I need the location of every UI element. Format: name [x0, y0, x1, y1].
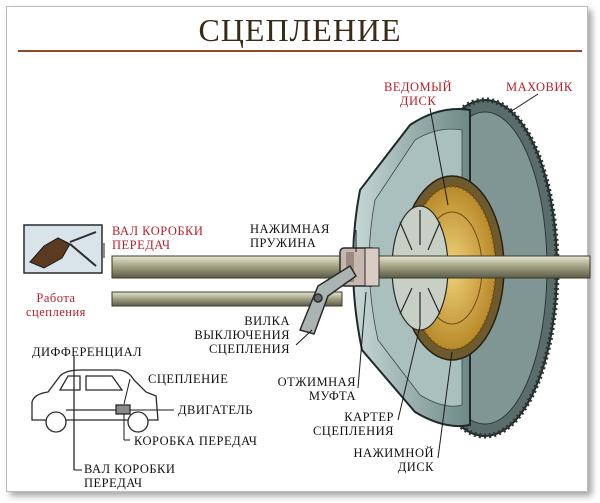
label-driven-disc-line2: ДИСК — [399, 94, 437, 108]
leader-lines — [74, 93, 539, 471]
label-pressure-plate-line2: ДИСК — [397, 460, 434, 474]
pedal-inset — [23, 224, 103, 274]
label-pressure-spring-line2: ПРУЖИНА — [250, 236, 317, 250]
page-title: СЦЕПЛЕНИЕ — [198, 12, 402, 48]
release-fork — [298, 264, 357, 335]
label-pressure-spring: НАЖИМНАЯ ПРУЖИНА — [250, 222, 330, 250]
label-clutch-housing-line1: КАРТЕР — [344, 410, 394, 424]
label-flywheel: МАХОВИК — [506, 80, 573, 94]
label-pressure-plate-line1: НАЖИМНОЙ — [353, 446, 434, 460]
car-inset — [31, 356, 159, 470]
label-clutch-housing: КАРТЕР СЦЕПЛЕНИЯ — [294, 410, 394, 438]
label-pressure-plate: НАЖИМНОЙ ДИСК — [334, 446, 434, 474]
title-underline — [18, 50, 582, 52]
label-release-bearing-line2: МУФТА — [308, 389, 356, 403]
label-release-bearing: ОТЖИМНАЯ МУФТА — [256, 375, 356, 403]
car-label-shaft: ВАЛ КОРОБКИ ПЕРЕДАЧ — [84, 462, 175, 490]
car-label-clutch: СЦЕПЛЕНИЕ — [148, 372, 229, 386]
car-label-engine: ДВИГАТЕЛЬ — [178, 403, 253, 417]
car-label-shaft-line1: ВАЛ КОРОБКИ — [84, 462, 176, 476]
car-label-gearbox: КОРОБКА ПЕРЕДАЧ — [134, 434, 258, 448]
label-clutch-work-line1: Работа — [36, 291, 76, 305]
label-clutch-housing-line2: СЦЕПЛЕНИЯ — [312, 424, 394, 438]
label-driven-disc: ВЕДОМЫЙ ДИСК — [384, 80, 452, 108]
label-gearbox-shaft-line2: ПЕРЕДАЧ — [112, 238, 171, 252]
label-release-fork-line1: ВИЛКА — [244, 314, 290, 328]
label-driven-disc-line1: ВЕДОМЫЙ — [384, 80, 453, 94]
label-clutch-work: Работа сцепления — [26, 291, 86, 319]
label-release-fork-line2: ВЫКЛЮЧЕНИЯ — [194, 328, 290, 342]
label-release-fork-line3: СЦЕПЛЕНИЯ — [208, 342, 290, 356]
label-release-fork: ВИЛКА ВЫКЛЮЧЕНИЯ СЦЕПЛЕНИЯ — [190, 314, 290, 356]
label-clutch-work-line2: сцепления — [26, 305, 86, 319]
label-gearbox-shaft-line1: ВАЛ КОРОБКИ — [112, 224, 204, 238]
label-pressure-spring-line1: НАЖИМНАЯ — [250, 222, 330, 236]
car-label-shaft-line2: ПЕРЕДАЧ — [84, 476, 143, 490]
label-gearbox-shaft: ВАЛ КОРОБКИ ПЕРЕДАЧ — [112, 224, 203, 252]
label-release-bearing-line1: ОТЖИМНАЯ — [277, 375, 356, 389]
fork-shaft — [111, 291, 343, 307]
car-label-differential: ДИФФЕРЕНЦИАЛ — [32, 345, 143, 359]
